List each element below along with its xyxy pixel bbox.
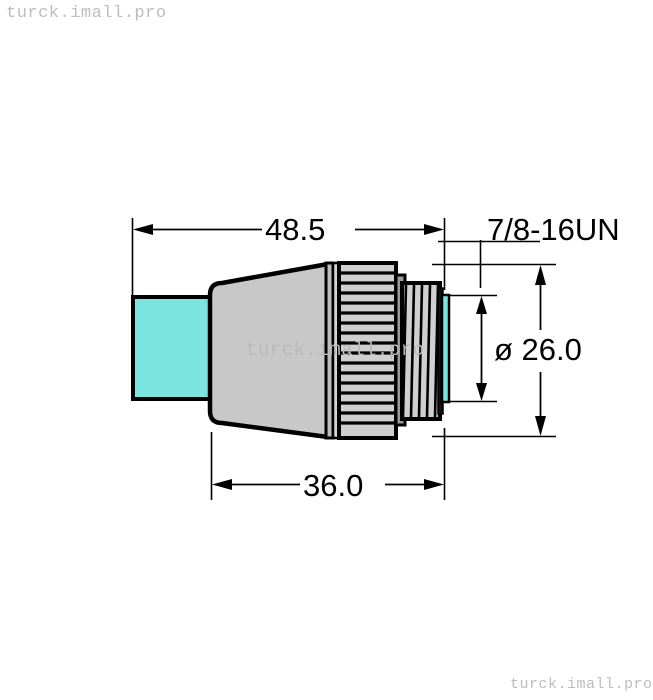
dimension-body-length <box>212 479 444 490</box>
arrowhead-bottom-seal <box>476 383 487 401</box>
watermark-center: turck.imall.pro <box>246 339 425 361</box>
arrowhead-top-dia <box>535 265 546 285</box>
leader-thread-spec <box>438 240 540 288</box>
thread-profile-lines <box>401 284 440 418</box>
dimension-overall-length <box>133 224 444 235</box>
knurl-ribs <box>341 271 394 425</box>
dimension-label-body-length: 36.0 <box>303 468 364 503</box>
dimension-label-diameter: ø 26.0 <box>494 332 582 367</box>
cable-jacket <box>131 295 221 401</box>
arrowhead-top-seal <box>476 296 487 314</box>
arrowhead-right-36 <box>424 479 444 490</box>
arrowhead-left-48 <box>133 224 153 235</box>
watermark-top-left: turck.imall.pro <box>6 4 167 23</box>
arrowhead-left-36 <box>212 479 232 490</box>
dimension-label-overall-length: 48.5 <box>265 212 326 247</box>
molded-strain-relief-body <box>207 261 331 440</box>
dimension-seal-height <box>476 296 487 401</box>
arrowhead-right-48 <box>424 224 444 235</box>
front-face-seal <box>440 293 451 404</box>
dimension-diameter <box>535 265 546 436</box>
watermark-bottom-right: turck.imall.pro <box>510 676 653 693</box>
arrowhead-bottom-dia <box>535 416 546 436</box>
dimension-label-thread-spec: 7/8-16UN <box>487 212 620 247</box>
